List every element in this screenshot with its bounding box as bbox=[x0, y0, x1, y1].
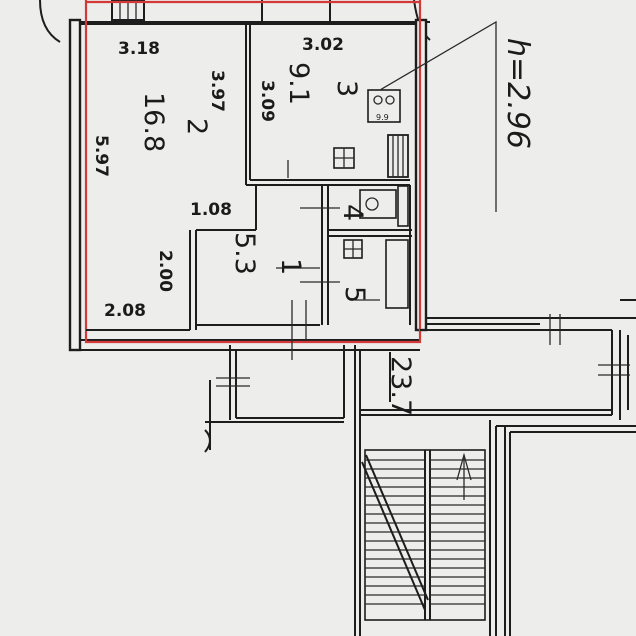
room-5-number: 5 bbox=[339, 286, 370, 303]
room-3-labels: 3.02 9.1 3 3.09 bbox=[257, 35, 362, 122]
hall-area: 23.7 bbox=[385, 356, 416, 416]
ceiling-height: h=2.96 bbox=[500, 38, 535, 149]
stove-label: 9.9 bbox=[376, 113, 389, 122]
room-4-number: 4 bbox=[337, 204, 368, 221]
bathroom-labels: 4 5 bbox=[337, 204, 370, 303]
ceiling-height-annotation: h=2.96 bbox=[379, 20, 535, 212]
room-2-side-dim: 3.97 bbox=[207, 70, 227, 112]
room-2-number: 2 bbox=[181, 118, 212, 135]
room-3-width: 3.02 bbox=[302, 35, 344, 55]
room-1-dim-top: 1.08 bbox=[190, 200, 232, 220]
room-2-labels: 3.18 3.97 2 16.8 5.97 bbox=[91, 39, 227, 177]
interior-partitions bbox=[86, 24, 412, 360]
room-1-area: 5.3 bbox=[229, 232, 260, 275]
room-3-area: 9.1 bbox=[283, 62, 314, 105]
room-2-width: 3.18 bbox=[118, 39, 160, 59]
apartment-outline bbox=[84, 0, 422, 344]
bathroom-fixtures bbox=[343, 185, 409, 309]
room-1-labels: 1.08 5.3 1 2.00 2.08 bbox=[104, 200, 306, 321]
room-3-length: 3.09 bbox=[257, 80, 277, 122]
toilet-icon bbox=[359, 189, 397, 219]
room-2-length: 5.97 bbox=[91, 135, 111, 177]
hall-labels: 23.7 bbox=[385, 352, 416, 416]
lower-building bbox=[204, 299, 636, 636]
room-1-number: 1 bbox=[275, 258, 306, 275]
kitchen-fixtures: 9.9 bbox=[333, 89, 409, 178]
room-1-dim-side: 2.00 bbox=[155, 250, 175, 292]
room-2-area: 16.8 bbox=[138, 92, 169, 152]
bathtub-icon bbox=[385, 239, 409, 309]
room-3-number: 3 bbox=[331, 80, 362, 97]
upper-floor-fragment bbox=[39, 0, 431, 43]
staircase bbox=[361, 449, 486, 621]
room-1-dim-bottom: 2.08 bbox=[104, 301, 146, 321]
stove-icon bbox=[367, 89, 401, 123]
